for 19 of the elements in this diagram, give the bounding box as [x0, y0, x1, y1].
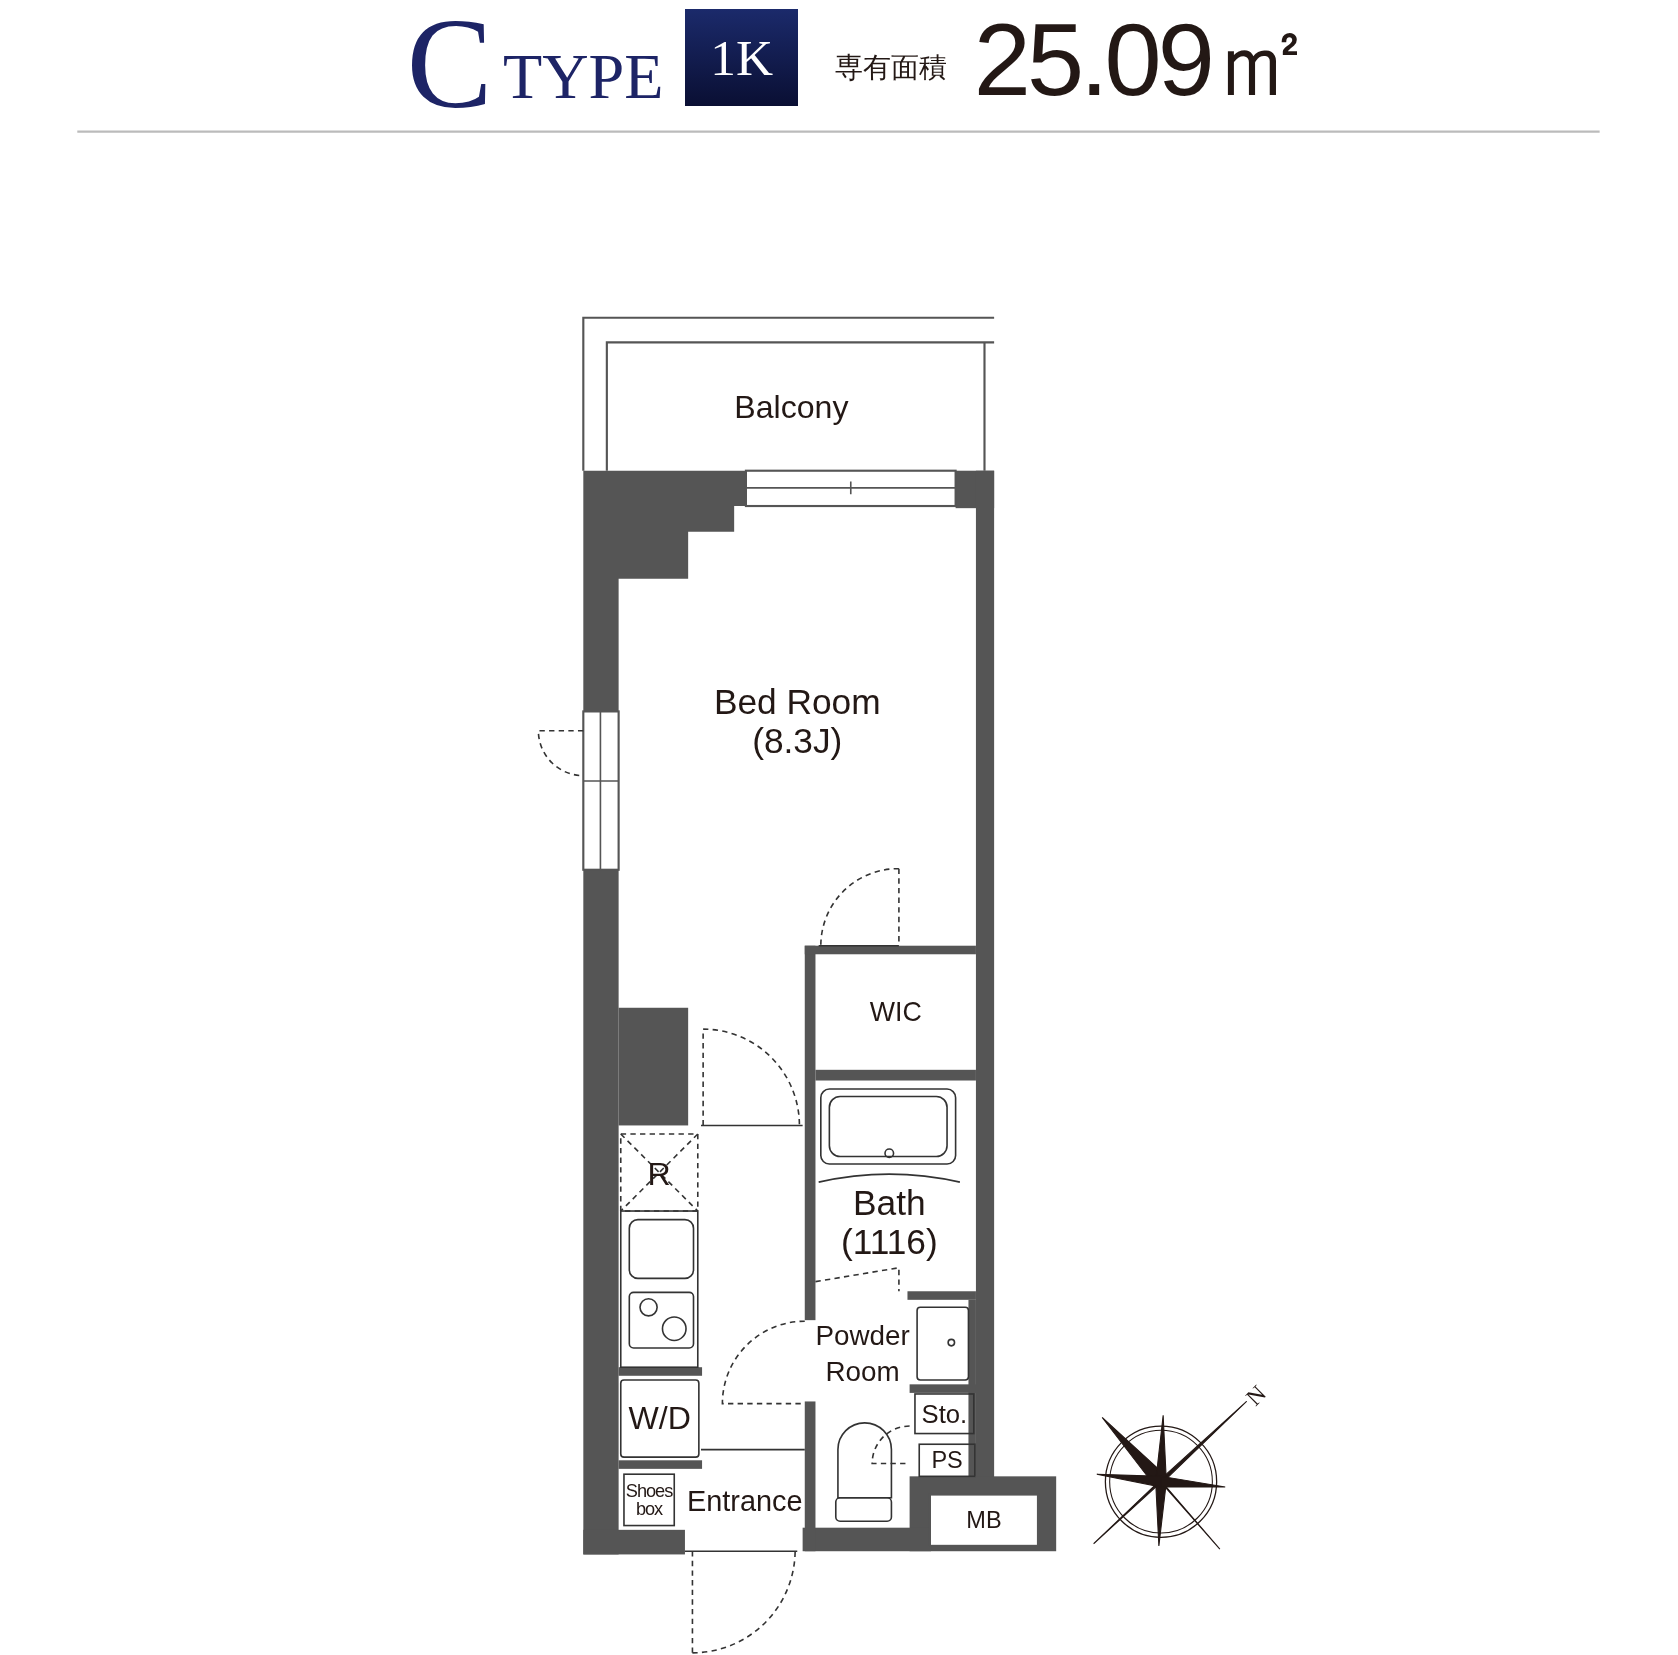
type-letter: C: [406, 0, 493, 129]
appliance-label: W/D: [628, 1401, 691, 1437]
room-label: Powder Room: [815, 1318, 910, 1389]
storage-label: Shoes box: [624, 1482, 674, 1519]
area-caption: 専有面積: [834, 53, 947, 82]
layout-badge: 1K: [684, 8, 799, 106]
area-value: 25.09㎡: [973, 8, 1310, 112]
room-label: Bed Room: [713, 683, 881, 723]
room-label: MB: [966, 1507, 1002, 1534]
room-label: PS: [931, 1447, 963, 1474]
room-size-label: (8.3J): [752, 722, 843, 762]
north-label: N: [1241, 1381, 1271, 1410]
room-label: Entrance: [687, 1485, 803, 1518]
type-heading: TYPE: [502, 44, 664, 110]
room-label: Bath: [852, 1183, 926, 1223]
room-size-label: (1116): [840, 1222, 938, 1262]
room-label: WIC: [869, 997, 922, 1028]
room-label: Sto.: [921, 1400, 968, 1429]
room-label: Balcony: [734, 390, 849, 426]
